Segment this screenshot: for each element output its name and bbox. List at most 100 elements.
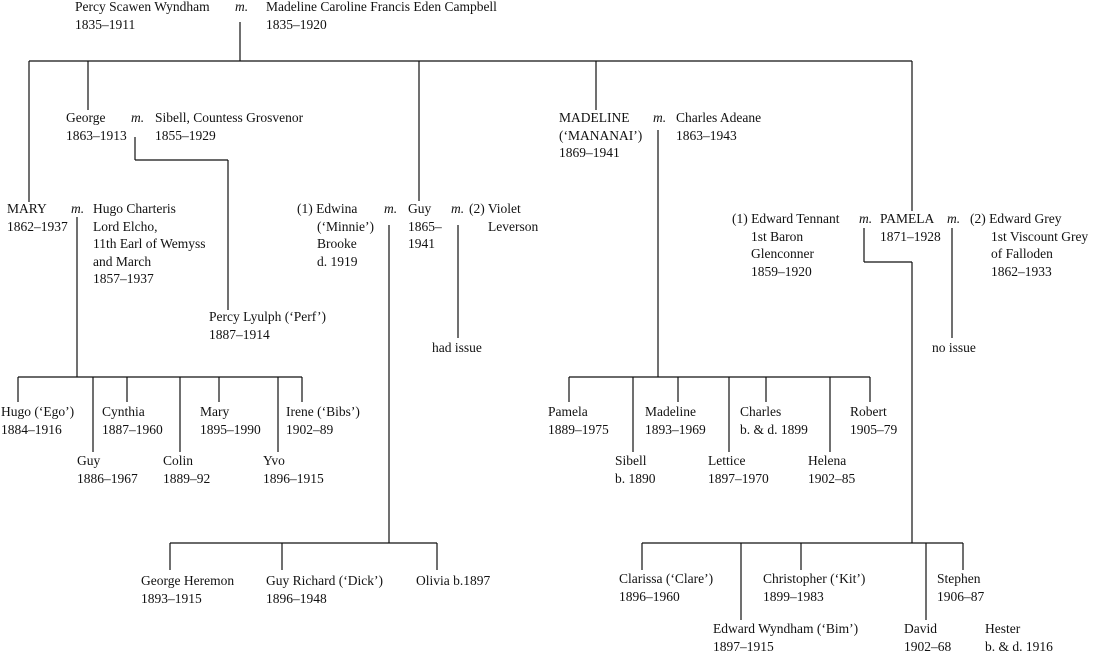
person-dates: 1835–1911 (75, 16, 210, 34)
no-issue-note: no issue (932, 339, 976, 357)
person-name: Clarissa (‘Clare’) (619, 570, 713, 588)
text-line: Leverson (469, 218, 538, 236)
person-name: Cynthia (102, 403, 163, 421)
person-name: Madeline (645, 403, 706, 421)
person-dates: 1887–1914 (209, 326, 326, 344)
person-dates: 1893–1969 (645, 421, 706, 439)
person-dates: 1863–1943 (676, 127, 761, 145)
person-dates: b. 1890 (615, 470, 656, 488)
person-name: Charles (740, 403, 808, 421)
person-name: Percy Scawen Wyndham (75, 0, 210, 16)
person-edwina-brooke: (1) Edwina (‘Minnie’) Brooke d. 1919 (297, 200, 374, 270)
person-irene-bibs: Irene (‘Bibs’) 1902–89 (286, 403, 360, 438)
person-name: George (66, 109, 127, 127)
person-dates: 1902–85 (808, 470, 855, 488)
person-percy-lyulph: Percy Lyulph (‘Perf’) 1887–1914 (209, 308, 326, 343)
person-dates: 1896–1948 (266, 590, 383, 608)
marriage-marker: m. (653, 109, 666, 127)
person-name: David (904, 620, 951, 638)
person-name: Percy Lyulph (‘Perf’) (209, 308, 326, 326)
person-david: David 1902–68 (904, 620, 951, 655)
text-line: 1862–1933 (970, 263, 1088, 281)
person-percy-scawen-wyndham: Percy Scawen Wyndham 1835–1911 (75, 0, 210, 33)
person-madeline-junior: Madeline 1893–1969 (645, 403, 706, 438)
person-dates: 1855–1929 (155, 127, 303, 145)
person-name: PAMELA (880, 210, 941, 228)
person-name: Guy (77, 452, 138, 470)
person-dates: 1906–87 (937, 588, 984, 606)
person-dates: 1896–1960 (619, 588, 713, 606)
person-name: Stephen (937, 570, 984, 588)
text-line: (‘MANANAI’) (559, 127, 642, 145)
person-name: Robert (850, 403, 897, 421)
person-dates: 1889–1975 (548, 421, 609, 439)
person-name: Edward Wyndham (‘Bim’) (713, 620, 858, 638)
text-line: of Falloden (970, 245, 1088, 263)
person-dates: 1895–1990 (200, 421, 261, 439)
text-line: (1) Edward Tennant (732, 210, 840, 228)
person-dates: 1835–1920 (266, 16, 497, 34)
person-guy-wyndham: Guy 1865– 1941 (408, 200, 442, 253)
person-name: Helena (808, 452, 855, 470)
text-line: (‘Minnie’) (297, 218, 374, 236)
person-hester: Hester b. & d. 1916 (985, 620, 1053, 655)
person-dates: 1887–1960 (102, 421, 163, 439)
person-dates: 1941 (408, 235, 442, 253)
person-violet-leverson: (2) Violet Leverson (469, 200, 538, 235)
person-name: Hester (985, 620, 1053, 638)
person-dates: 1886–1967 (77, 470, 138, 488)
person-name: Colin (163, 452, 210, 470)
person-guy-charteris: Guy 1886–1967 (77, 452, 138, 487)
person-name: Madeline Caroline Francis Eden Campbell (266, 0, 497, 16)
person-dates: 1902–68 (904, 638, 951, 655)
person-charles-adeane-junior: Charles b. & d. 1899 (740, 403, 808, 438)
person-dates: 1893–1915 (141, 590, 234, 608)
person-name: Irene (‘Bibs’) (286, 403, 360, 421)
person-helena: Helena 1902–85 (808, 452, 855, 487)
person-name: George Heremon (141, 572, 234, 590)
person-name: Olivia b.1897 (416, 572, 490, 590)
marriage-marker: m. (859, 210, 872, 228)
person-name: Charles Adeane (676, 109, 761, 127)
person-dates: 1896–1915 (263, 470, 324, 488)
person-stephen: Stephen 1906–87 (937, 570, 984, 605)
person-sibell-grosvenor: Sibell, Countess Grosvenor 1855–1929 (155, 109, 303, 144)
text-line: 1859–1920 (732, 263, 840, 281)
person-dates: 1865– (408, 218, 442, 236)
person-dates: b. & d. 1899 (740, 421, 808, 439)
person-name: Christopher (‘Kit’) (763, 570, 865, 588)
person-dates: 1884–1916 (1, 421, 74, 439)
person-mary: MARY 1862–1937 (7, 200, 68, 235)
person-hugo-ego: Hugo (‘Ego’) 1884–1916 (1, 403, 74, 438)
person-name: Lettice (708, 452, 769, 470)
person-mary-charteris: Mary 1895–1990 (200, 403, 261, 438)
person-name: Pamela (548, 403, 609, 421)
person-dates: 1863–1913 (66, 127, 127, 145)
person-edward-wyndham-bim: Edward Wyndham (‘Bim’) 1897–1915 (713, 620, 858, 655)
text-line: Glenconner (732, 245, 840, 263)
text-line: Hugo Charteris (93, 200, 206, 218)
text-line: 1st Viscount Grey (970, 228, 1088, 246)
person-dates: 1862–1937 (7, 218, 68, 236)
text-line: MADELINE (559, 109, 642, 127)
text-line: 1st Baron (732, 228, 840, 246)
person-dates: 1889–92 (163, 470, 210, 488)
marriage-marker: m. (947, 210, 960, 228)
person-sibell-adeane: Sibell b. 1890 (615, 452, 656, 487)
person-edward-grey: (2) Edward Grey 1st Viscount Grey of Fal… (970, 210, 1088, 280)
text-line: 11th Earl of Wemyss (93, 235, 206, 253)
text-line: (2) Violet (469, 200, 538, 218)
person-christopher-kit: Christopher (‘Kit’) 1899–1983 (763, 570, 865, 605)
text-line: and March (93, 253, 206, 271)
had-issue-note: had issue (432, 339, 482, 357)
marriage-marker: m. (451, 200, 464, 218)
text-line: d. 1919 (297, 253, 374, 271)
person-dates: 1905–79 (850, 421, 897, 439)
text-line: (1) Edwina (297, 200, 374, 218)
person-madeline-adeane: MADELINE (‘MANANAI’) 1869–1941 (559, 109, 642, 162)
person-guy-richard: Guy Richard (‘Dick’) 1896–1948 (266, 572, 383, 607)
person-edward-tennant: (1) Edward Tennant 1st Baron Glenconner … (732, 210, 840, 280)
text-line: 1857–1937 (93, 270, 206, 288)
